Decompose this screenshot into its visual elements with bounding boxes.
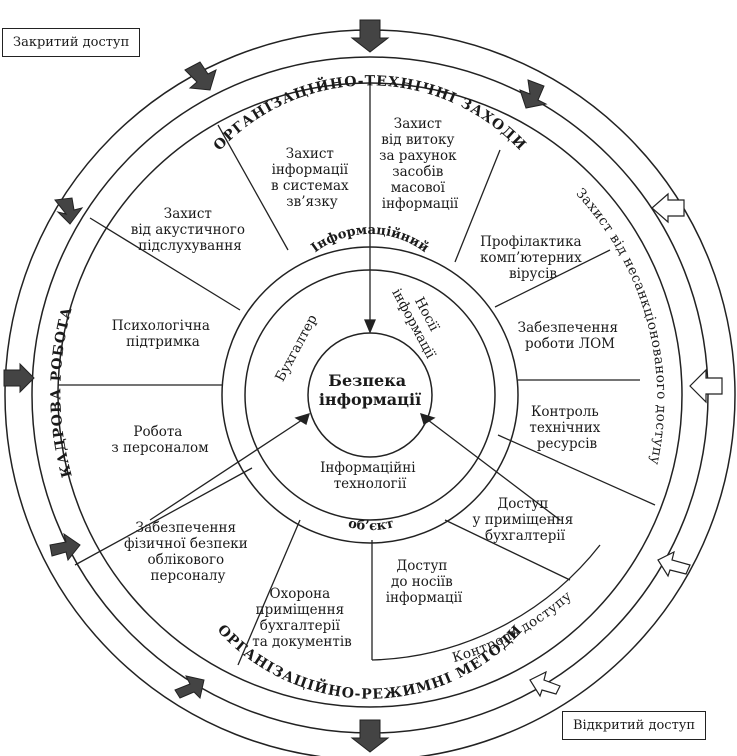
tech-line-1: Контроль (531, 404, 599, 420)
open-access-arrows (529, 192, 723, 698)
guard-line-4: та документів (252, 634, 352, 650)
comm-line-1: Захист (286, 146, 334, 162)
center-label: Безпека інформації (319, 371, 421, 409)
center-line-1: Безпека (328, 371, 406, 390)
acoustic-line-2: від акустичного (131, 222, 245, 238)
segment-physical-security: Забезпечення фізичної безпеки облікового… (124, 520, 252, 584)
physical-line-3: облікового (148, 552, 225, 568)
center-arrows (149, 247, 561, 521)
guard-line-3: бухгалтерії (260, 618, 341, 634)
personnel-line-2: з персоналом (111, 440, 209, 456)
tech-line-2: технічних (529, 420, 600, 436)
physical-line-2: фізичної безпеки (124, 536, 248, 552)
segment-acoustic: Захист від акустичного підслухування (131, 206, 250, 254)
carrier-line-1: Доступ (396, 558, 447, 574)
lan-line-2: роботи ЛОМ (525, 336, 615, 352)
comm-line-3: в системах (271, 178, 349, 194)
media-line-2: від витоку (381, 132, 454, 148)
segment-comm-systems: Захист інформації в системах зв’язку (271, 146, 353, 210)
physical-line-4: персоналу (151, 568, 226, 584)
premises-line-1: Доступ (497, 496, 548, 512)
virus-line-2: комп’ютерних (480, 250, 582, 266)
access-control-title: Контроль доступу (450, 588, 575, 666)
virus-line-1: Профілактика (480, 234, 581, 250)
segment-tech-resources: Контроль технічних ресурсів (529, 404, 604, 452)
closed-access-arrows (3, 19, 548, 753)
media-line-5: масової (391, 180, 446, 196)
segment-mass-media: Захист від витоку за рахунок засобів мас… (379, 116, 461, 212)
ring-title-left: КАДРОВА РОБОТА (48, 305, 75, 479)
inner-title-bottom: об’єкт (347, 516, 396, 534)
accountant-label: Бухгалтер (272, 312, 321, 384)
acoustic-line-1: Захист (164, 206, 212, 222)
segment-guard: Охорона приміщення бухгалтерії та докуме… (252, 586, 352, 650)
media-line-4: засобів (392, 164, 444, 180)
premises-line-3: бухгалтерії (485, 528, 566, 544)
comm-line-2: інформації (272, 162, 349, 178)
physical-line-1: Забезпечення (136, 520, 236, 536)
segment-personnel: Робота з персоналом (111, 424, 209, 456)
segment-premises-access: Доступ у приміщення бухгалтерії (472, 496, 577, 544)
comm-line-4: зв’язку (286, 194, 338, 210)
segment-psych: Психологічна підтримка (112, 318, 214, 350)
psych-line-1: Психологічна (112, 318, 210, 334)
carrier-line-3: інформації (386, 590, 463, 606)
personnel-line-1: Робота (133, 424, 182, 440)
carriers-label: Носії інформації (388, 279, 452, 362)
closed-access-label: Закритий доступ (2, 28, 141, 57)
guard-line-1: Охорона (270, 586, 331, 602)
segment-lan: Забезпечення роботи ЛОМ (518, 320, 623, 352)
guard-line-2: приміщення (256, 602, 345, 618)
carrier-line-2: до носіїв (391, 574, 453, 590)
media-line-3: за рахунок (379, 148, 457, 164)
access-control-boundary (371, 544, 601, 661)
media-line-1: Захист (394, 116, 442, 132)
open-access-label: Відкритий доступ (562, 711, 707, 740)
media-line-6: інформації (382, 196, 459, 212)
psych-line-2: підтримка (126, 334, 200, 350)
technologies-label: Інформаційні технології (320, 460, 420, 492)
lan-line-1: Забезпечення (518, 320, 618, 336)
center-line-2: інформації (319, 390, 421, 409)
segment-carrier-access: Доступ до носіїв інформації (386, 558, 463, 606)
acoustic-line-3: підслухування (138, 238, 241, 254)
virus-line-3: вірусів (509, 266, 557, 282)
segment-virus: Профілактика комп’ютерних вірусів (480, 234, 586, 282)
technologies-line-1: Інформаційні (320, 460, 416, 476)
segment-dividers (58, 83, 656, 666)
tech-line-3: ресурсів (537, 436, 598, 452)
technologies-line-2: технології (334, 476, 407, 492)
premises-line-2: у приміщення (472, 512, 573, 528)
